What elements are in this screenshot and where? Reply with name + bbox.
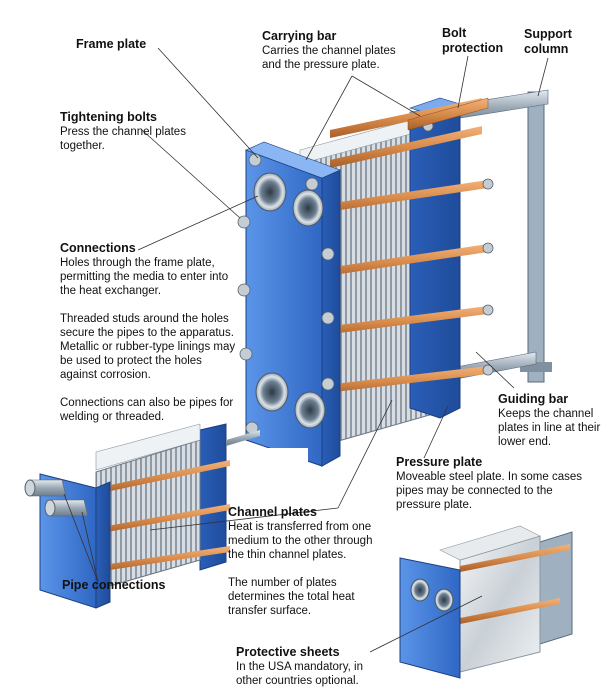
leader-carrying-bar-1 <box>305 75 353 161</box>
bolt-rod <box>300 306 488 338</box>
bolt-rod <box>330 126 482 168</box>
leader-support-column <box>537 57 549 97</box>
leader-pressure-plate <box>423 405 449 459</box>
small-carrying-bar <box>226 430 260 446</box>
leader-carrying-bar-2 <box>351 75 421 117</box>
leader-pipe-connections-1 <box>63 493 99 583</box>
support-column-title: Support column <box>524 27 572 56</box>
bolt-rod <box>330 98 482 138</box>
connections-title: Connections <box>60 241 136 255</box>
label-connections: Connections Holes through the frame plat… <box>60 241 240 424</box>
nut <box>237 283 251 297</box>
nut <box>239 347 253 361</box>
nut <box>305 177 319 191</box>
pipe-end <box>44 499 56 517</box>
channel-plates-desc: Heat is transferred from one medium to t… <box>228 521 373 561</box>
bolt-protection-part <box>407 97 489 131</box>
small-bolt-rod <box>96 546 230 572</box>
small-bolt-rod <box>460 598 560 624</box>
leader-lines <box>63 47 549 653</box>
port-hole <box>253 172 287 212</box>
frame-plate-top <box>245 141 341 179</box>
guiding-bar-desc: Keeps the channel plates in line at thei… <box>498 408 601 448</box>
channel-plates-title: Channel plates <box>228 505 317 519</box>
bolt-nuts <box>237 120 494 435</box>
small-bolt-rod <box>460 544 570 572</box>
nut <box>482 304 494 316</box>
leader-guiding-bar <box>475 351 515 389</box>
frame-plate-title: Frame plate <box>76 37 147 51</box>
protective-sheets-desc: In the USA mandatory, in other countries… <box>236 661 363 687</box>
pressure-plate-title: Pressure plate <box>396 455 483 469</box>
protective-sheets-unit <box>399 525 573 679</box>
connections-desc-2: Threaded studs around the holes secure t… <box>60 313 236 381</box>
port-hole <box>292 189 324 227</box>
small-pack-top <box>95 423 201 471</box>
port-hole <box>434 588 454 612</box>
support-column-part <box>527 91 545 383</box>
leader-connections <box>137 195 259 251</box>
label-pressure-plate: Pressure plate Moveable steel plate. In … <box>396 455 596 512</box>
pipe-end <box>24 479 36 497</box>
bolt-rod <box>300 366 488 396</box>
nut <box>237 215 251 229</box>
label-pipe-connections: Pipe connections <box>62 578 166 593</box>
tightening-bolts-desc: Press the channel plates together. <box>60 126 186 152</box>
pipe-connections-unit <box>24 423 260 609</box>
small-frame-plate <box>399 557 461 679</box>
label-frame-plate: Frame plate <box>76 37 146 52</box>
small-frame-side <box>95 481 111 609</box>
tightening-bolts <box>300 98 488 396</box>
label-tightening-bolts: Tightening bolts Press the channel plate… <box>60 110 190 153</box>
channel-plates-desc-2: The number of plates determines the tota… <box>228 577 355 617</box>
label-support-column: Support column <box>524 27 584 57</box>
leader-tightening-bolts <box>141 129 241 219</box>
sheet-top <box>439 525 541 561</box>
main-heat-exchanger <box>237 89 552 467</box>
leader-pipe-connections-2 <box>81 511 99 583</box>
nut <box>482 364 494 376</box>
pipe-connections-title: Pipe connections <box>62 578 166 592</box>
connections-desc-3: Connections can also be pipes for weldin… <box>60 397 234 423</box>
nut <box>482 178 494 190</box>
guiding-bar-title: Guiding bar <box>498 392 569 406</box>
nut <box>482 242 494 254</box>
bolt-protection-title: Bolt protection <box>442 26 504 55</box>
nut <box>321 247 335 261</box>
label-carrying-bar: Carrying bar Carries the channel plates … <box>262 29 412 72</box>
small-bolt-rod <box>96 504 230 534</box>
nut <box>321 377 335 391</box>
nut <box>321 311 335 325</box>
leader-protective-sheets <box>369 595 483 653</box>
bolt-rod <box>300 180 488 216</box>
label-guiding-bar: Guiding bar Keeps the channel plates in … <box>498 392 606 449</box>
label-bolt-protection: Bolt protection <box>442 26 506 56</box>
column-foot <box>520 362 552 372</box>
carrying-bar-desc: Carries the channel plates and the press… <box>262 45 396 71</box>
nut <box>248 153 262 167</box>
connection-ports <box>253 172 326 429</box>
port-hole <box>294 391 326 429</box>
small-bolt-rod <box>96 460 230 494</box>
connections-desc: Holes through the frame plate, permittin… <box>60 257 229 297</box>
leader-bolt-protection <box>457 55 469 109</box>
tightening-bolts-title: Tightening bolts <box>60 110 157 124</box>
leader-channel-plates-1 <box>337 399 393 509</box>
frame-foot-cutout <box>268 448 308 466</box>
label-channel-plates: Channel plates Heat is transferred from … <box>228 505 388 618</box>
carrying-bar-title: Carrying bar <box>262 29 337 43</box>
port-hole <box>255 372 289 412</box>
leader-frame-plate <box>157 47 259 159</box>
leader-channel-plates-2 <box>149 507 339 531</box>
pressure-plate-desc: Moveable steel plate. In some cases pipe… <box>396 471 583 511</box>
label-protective-sheets: Protective sheets In the USA mandatory, … <box>236 645 386 688</box>
port-hole <box>410 578 430 602</box>
bolt-rod <box>300 244 488 280</box>
protective-sheets-title: Protective sheets <box>236 645 340 659</box>
